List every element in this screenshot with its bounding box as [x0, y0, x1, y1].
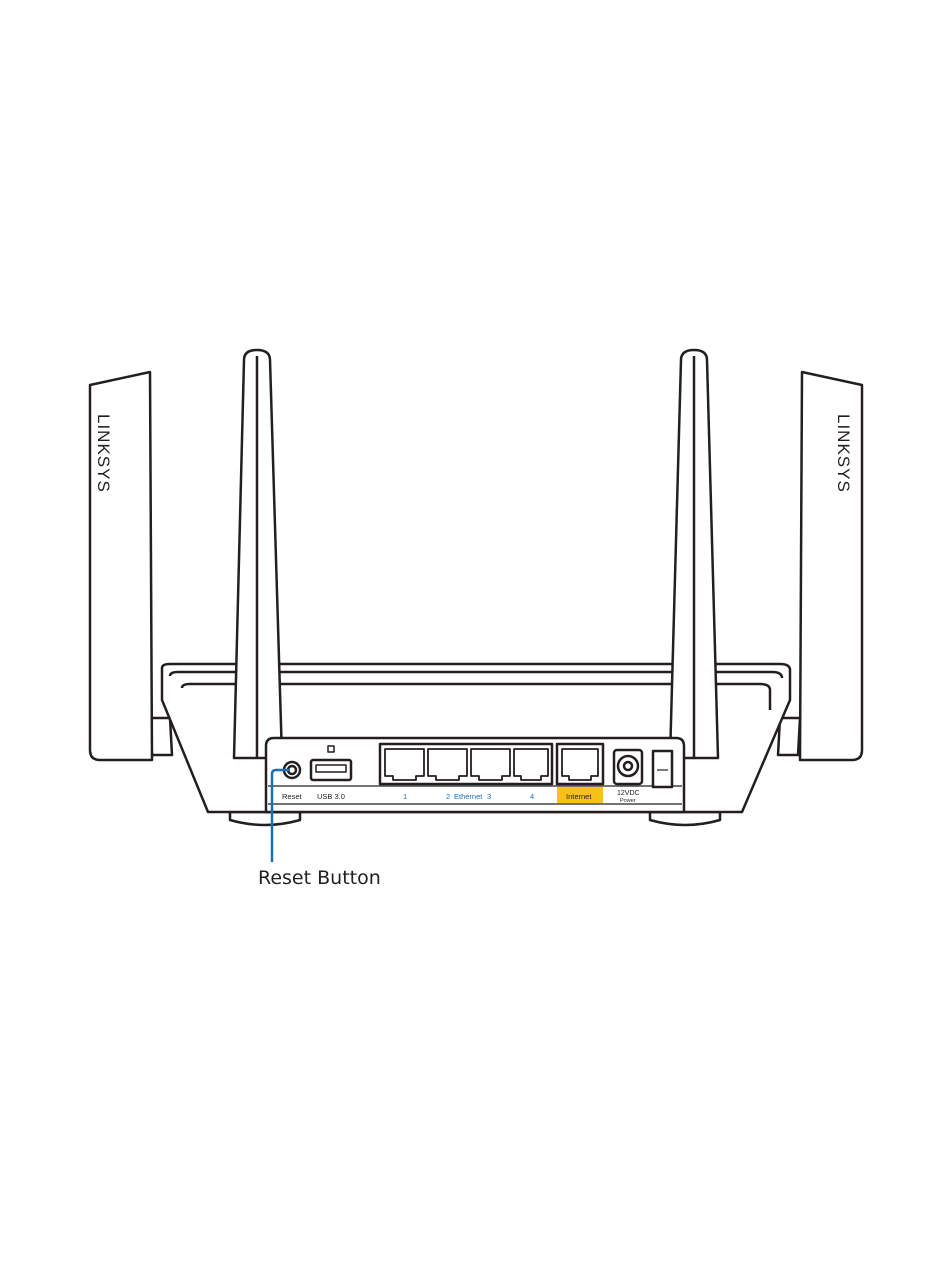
label-power-voltage: 12VDC [617, 790, 640, 797]
ethernet-port-3[interactable] [471, 749, 510, 780]
label-internet: Internet [566, 792, 592, 801]
right-foot [650, 812, 720, 825]
ethernet-port-1[interactable] [385, 749, 424, 780]
reset-button-callout-label: Reset Button [258, 867, 381, 889]
label-reset: Reset [282, 792, 303, 801]
label-ethernet-4: 4 [530, 792, 534, 801]
power-switch[interactable] [653, 751, 672, 787]
label-ethernet-3: 3 [487, 792, 491, 801]
ethernet-port-2[interactable] [428, 749, 467, 780]
label-ethernet-1: 1 [403, 792, 407, 801]
left-bracket [150, 718, 172, 755]
right-bracket [778, 718, 800, 755]
usb-led [328, 746, 334, 752]
label-power-word: Power [620, 798, 636, 804]
brand-right: LINKSYS [834, 414, 853, 493]
ethernet-port-4[interactable] [514, 749, 548, 780]
label-ethernet-word: Ethernet [454, 792, 483, 801]
internet-port[interactable] [562, 749, 598, 780]
label-usb: USB 3.0 [317, 792, 345, 801]
brand-left: LINKSYS [94, 414, 113, 493]
label-ethernet-2: 2 [446, 792, 450, 801]
left-foot [230, 812, 300, 825]
